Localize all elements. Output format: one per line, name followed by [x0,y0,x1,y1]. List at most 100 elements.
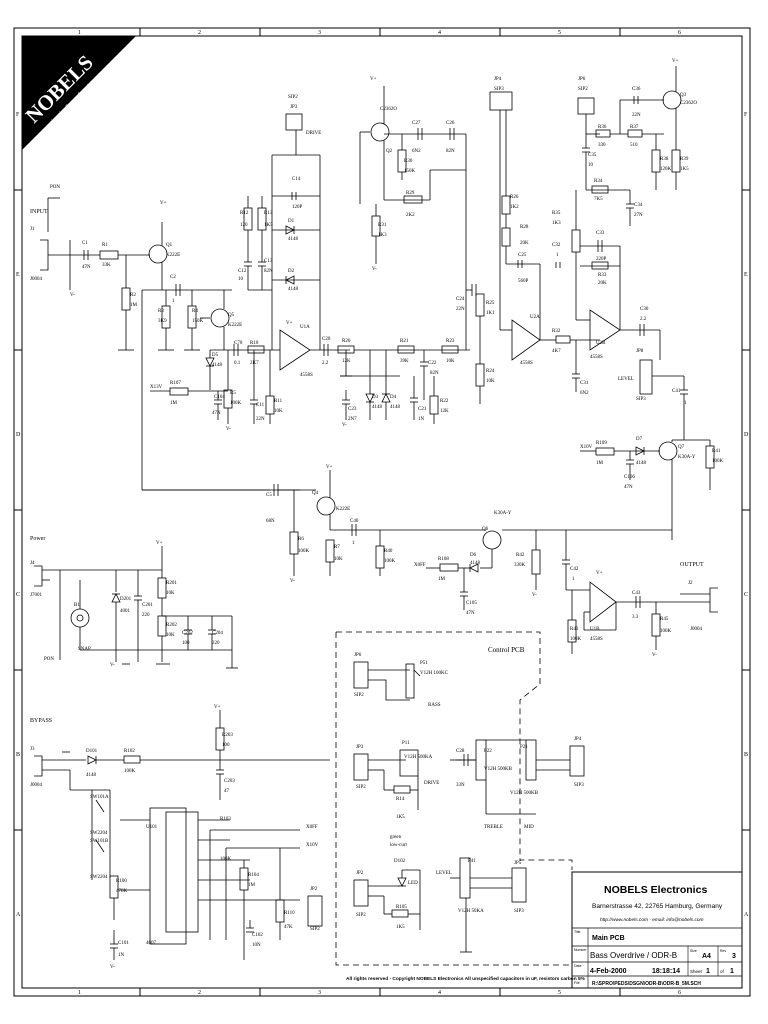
col-label: 5 [558,990,561,996]
row-label: C [16,592,20,598]
date-field-label: Date [574,964,581,968]
c11-label: C11 [256,403,265,408]
d7-label: D7 [636,437,643,442]
row-label: E [16,272,20,278]
c28-label: C28 [456,749,465,754]
q1-label: Q1 [166,243,173,248]
q7-type: K30A-Y [678,455,696,460]
drive-jp: JP3 [290,105,298,110]
p22-label: P22 [484,749,492,754]
r26-value: 1K2 [510,205,519,210]
c25-value: 560P [518,279,529,284]
vminus-label: V- [110,663,115,668]
r35-label: R35 [552,211,561,216]
row-label: A [16,912,21,918]
company-name: NOBELS Electronics [604,884,707,896]
c23-label: C23 [348,407,357,412]
r3-value: 3K9 [158,319,167,324]
p21-value: V12H 500KB [510,791,539,796]
c204-label: C204 [212,631,223,636]
u1a-label: U1A [300,325,310,330]
u2a-type: 4558S [520,361,533,366]
x13v-label: X13V [150,385,163,390]
r11-value: 10K [274,409,283,414]
copyright-note: All rights reserved - Copyright NOBELS E… [346,976,586,982]
r109-value: 1M [596,461,604,466]
r41-value: 100K [712,459,724,464]
r26-label: R26 [510,195,519,200]
r3-label: R3 [158,309,164,314]
d3-label: D3 [372,395,379,400]
r100-label: R100 [116,879,127,884]
q4-type: K222E [336,507,350,512]
r33-value: 20K [598,281,607,286]
c13-value: 82N [264,269,273,274]
p22-value: V12H 500KB [484,767,513,772]
d6-value: 4148 [470,561,481,566]
of-field-label: of [720,969,725,974]
d5-label: D5 [212,353,219,358]
vplus-label: V+ [156,541,163,546]
r105-value: 1K5 [396,925,405,930]
size-field-label: Size [690,949,697,953]
c204-value: 220 [212,641,220,646]
c30-label: C30 [640,307,649,312]
sheet-time: 18:18:14 [652,968,680,975]
u101-type: 4007 [146,941,157,946]
r203-label: R203 [222,733,233,738]
sw101a-label: SW101A [90,795,109,800]
row-label: D [16,432,21,438]
r29-label: R29 [406,191,415,196]
sw2204b-label: SW2204 [90,875,108,880]
r202-label: R202 [166,623,177,628]
col-label: 3 [318,30,321,36]
d101-value: 4148 [86,773,97,778]
c12-label: C12 [238,269,247,274]
jp2c-label: JP2 [356,871,364,876]
vplus-label: V+ [596,571,603,576]
r100-value: 470K [116,889,128,894]
r43-value: 100K [570,637,582,642]
r4-value: 150K [192,319,204,324]
r4-label: R4 [192,309,198,314]
vplus-label: V+ [326,465,333,470]
j4-type: J7001 [30,593,42,598]
level-label: LEVEL [618,377,634,382]
sheet-file-path: R:\SPRO\PEDS\DSGN\ODR-B\ODR-B_5M.SCH [592,981,701,987]
sheet-frame [13,27,751,997]
c5-value: 68N [266,519,275,524]
p41-label: P41 [468,859,476,864]
r40-label: R40 [384,549,393,554]
r12-value: 120 [240,223,248,228]
row-label: F [744,112,748,118]
c202-value: 100 [182,641,190,646]
r12-label: R12 [240,211,249,216]
vminus-label: V- [652,653,657,658]
c26-value: 82N [446,149,455,154]
d2-value: 4148 [288,287,299,292]
c41-label: C41 [672,389,681,394]
r108-value: 1M [438,577,446,582]
u1b-type: 4558S [590,637,603,642]
j2-label: J2 [688,581,693,586]
r42-value: 330K [514,563,526,568]
r6-label: R6 [298,537,304,542]
sip5-label: SIP3 [514,909,524,914]
r104-label: R104 [248,873,259,878]
c20-value: 2.2 [322,361,329,366]
d1-label: D1 [288,219,295,224]
c12-value: 10 [238,277,244,282]
r1-value: 33K [102,263,111,268]
rev-field-label: Rev [720,949,726,953]
level-control-label: LEVEL [436,871,452,876]
r28-value: 20K [520,241,529,246]
r39-label: R39 [680,157,689,162]
r1-label: R1 [102,243,108,248]
col-label: 6 [678,30,681,36]
sheet-number: Bass Overdrive / ODR-B [590,951,677,960]
bass-label: BASS [428,703,441,708]
r2-value: 1M [130,303,138,308]
r25-value: 1K1 [486,311,495,316]
d6-label: D6 [470,553,477,558]
u101-label: U101 [146,825,158,830]
